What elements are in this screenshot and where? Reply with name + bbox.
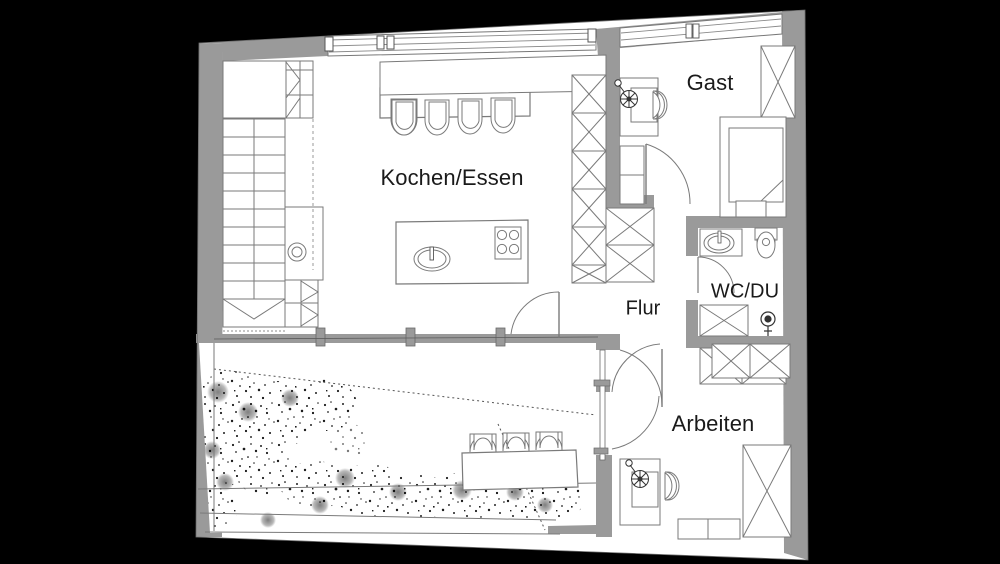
arbeiten-door[interactable] (611, 343, 661, 393)
cooktop (494, 226, 522, 260)
arbeiten-bicycle (625, 459, 649, 488)
wc-shower (699, 304, 749, 337)
storage-cabinet (284, 279, 319, 328)
gast-bicycle (614, 79, 638, 108)
wc-toilet (754, 227, 778, 259)
shower-head (760, 311, 776, 336)
gast-wardrobe (760, 45, 796, 119)
dining-chairs (390, 97, 516, 136)
wardrobe-column (571, 74, 607, 284)
wc-washbasin (699, 228, 743, 257)
wall-cabinet (222, 60, 314, 119)
arbeiten-wardrobe-lower (742, 444, 792, 538)
gast-door[interactable] (645, 143, 691, 205)
terrace-sliding-window[interactable] (196, 327, 600, 347)
entry-door[interactable] (619, 349, 663, 408)
terrace (197, 340, 597, 535)
flur-glazing (593, 349, 611, 461)
arbeiten-desk (619, 458, 661, 526)
staircase (222, 118, 286, 332)
gast-chair (652, 90, 668, 120)
gast-cabinet (619, 145, 645, 205)
arbeiten-sideboard (677, 518, 741, 540)
clerestory-window (324, 28, 597, 57)
washing-machine (284, 206, 324, 281)
terrace-table (461, 449, 579, 491)
kitchen-sink (413, 246, 451, 272)
wc-door[interactable] (697, 256, 735, 294)
kitchen-door[interactable] (510, 291, 560, 338)
arbeiten-wardrobe-upper (711, 343, 791, 379)
terrace-chairs (469, 431, 563, 453)
kitchen-island (395, 219, 529, 285)
arbeiten-door-2[interactable] (611, 392, 660, 450)
gast-bed (719, 116, 787, 218)
gast-window (619, 13, 783, 48)
arbeiten-chair (664, 471, 680, 501)
flur-closet (605, 207, 655, 283)
